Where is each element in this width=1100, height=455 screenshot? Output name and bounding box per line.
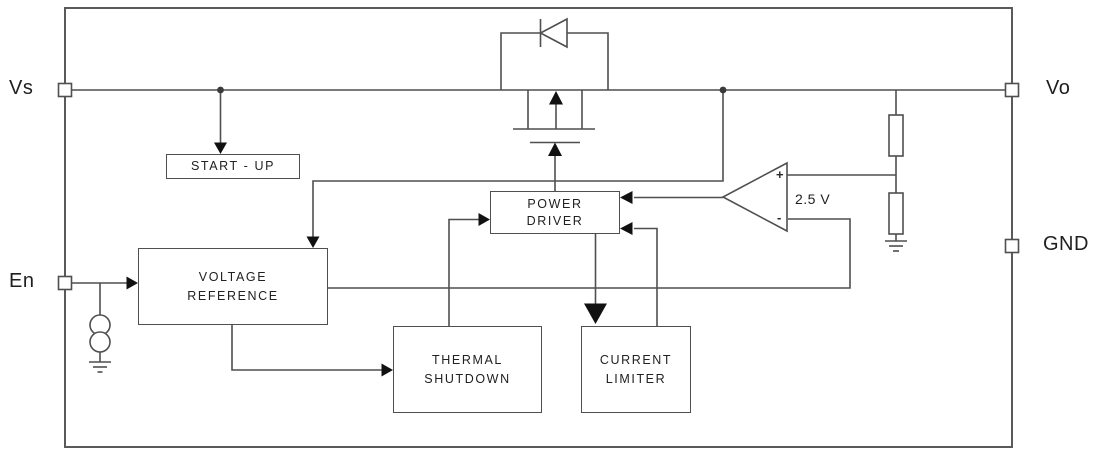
ic-boundary — [64, 7, 1013, 448]
ground-icon — [89, 361, 111, 373]
amp-plus-sign: + — [776, 167, 784, 182]
feedback-divider — [888, 90, 904, 241]
thermal-input-arrowhead — [381, 363, 393, 377]
gate-arrowhead — [548, 142, 562, 156]
vs-pin — [57, 82, 73, 98]
junction-dot-output — [719, 86, 727, 94]
vo-pin-label: Vo — [1046, 77, 1071, 99]
reference-voltage-label: 2.5 V — [795, 191, 831, 207]
output-to-vref-line — [312, 90, 724, 240]
driver-right-top-arrowhead — [620, 191, 633, 204]
enable-arrowhead — [126, 276, 138, 290]
body-diode-icon — [538, 17, 568, 49]
power-driver-label-line2: DRIVER — [526, 213, 584, 228]
limiter-to-driver-line — [634, 227, 658, 326]
current-source-icon — [89, 283, 111, 362]
resistor-top-icon — [888, 114, 904, 157]
limiter-input-arrowhead — [584, 303, 607, 324]
startup-block-label: START - UP — [190, 159, 276, 174]
junction-dots — [217, 86, 727, 94]
vref-to-thermal-line — [231, 325, 384, 371]
voltage-reference-label-line2: REFERENCE — [187, 288, 279, 303]
resistor-bottom-icon — [888, 192, 904, 235]
error-amplifier-icon — [721, 161, 788, 233]
voltage-reference-block: VOLTAGE REFERENCE — [138, 248, 328, 325]
en-pin-label: En — [9, 270, 35, 292]
thermal-shutdown-label-line2: SHUTDOWN — [424, 371, 511, 386]
driver-right-bottom-arrowhead — [620, 222, 633, 235]
vs-pin-label: Vs — [9, 77, 34, 99]
startup-block: START - UP — [166, 154, 300, 179]
current-limiter-block: CURRENT LIMITER — [581, 326, 691, 413]
thermal-shutdown-block: THERMAL SHUTDOWN — [393, 326, 542, 413]
body-diode-loop — [500, 32, 609, 90]
gnd-pin — [1004, 238, 1020, 254]
power-driver-label-line1: POWER — [527, 196, 583, 211]
startup-arrowhead — [214, 142, 227, 154]
junction-dot-startup — [217, 86, 224, 94]
current-limiter-label-line1: CURRENT — [599, 352, 673, 367]
thermal-shutdown-label-line1: THERMAL — [432, 352, 503, 367]
gnd-pin-label: GND — [1043, 233, 1089, 255]
amp-minus-sign: - — [777, 210, 782, 225]
voltage-reference-label-line1: VOLTAGE — [198, 269, 268, 284]
divider-ground-icon — [885, 240, 907, 252]
arrowheads — [126, 91, 633, 377]
thermal-to-driver-line — [448, 218, 481, 326]
power-driver-block: POWER DRIVER — [490, 191, 620, 234]
vo-pin — [1004, 82, 1020, 98]
vref-input-arrowhead — [306, 236, 320, 248]
current-limiter-label-line2: LIMITER — [605, 371, 667, 386]
driver-left-arrowhead — [478, 213, 490, 226]
source-arrowhead — [549, 91, 563, 105]
en-pin — [57, 275, 73, 291]
vref-to-amp-line — [327, 218, 851, 289]
